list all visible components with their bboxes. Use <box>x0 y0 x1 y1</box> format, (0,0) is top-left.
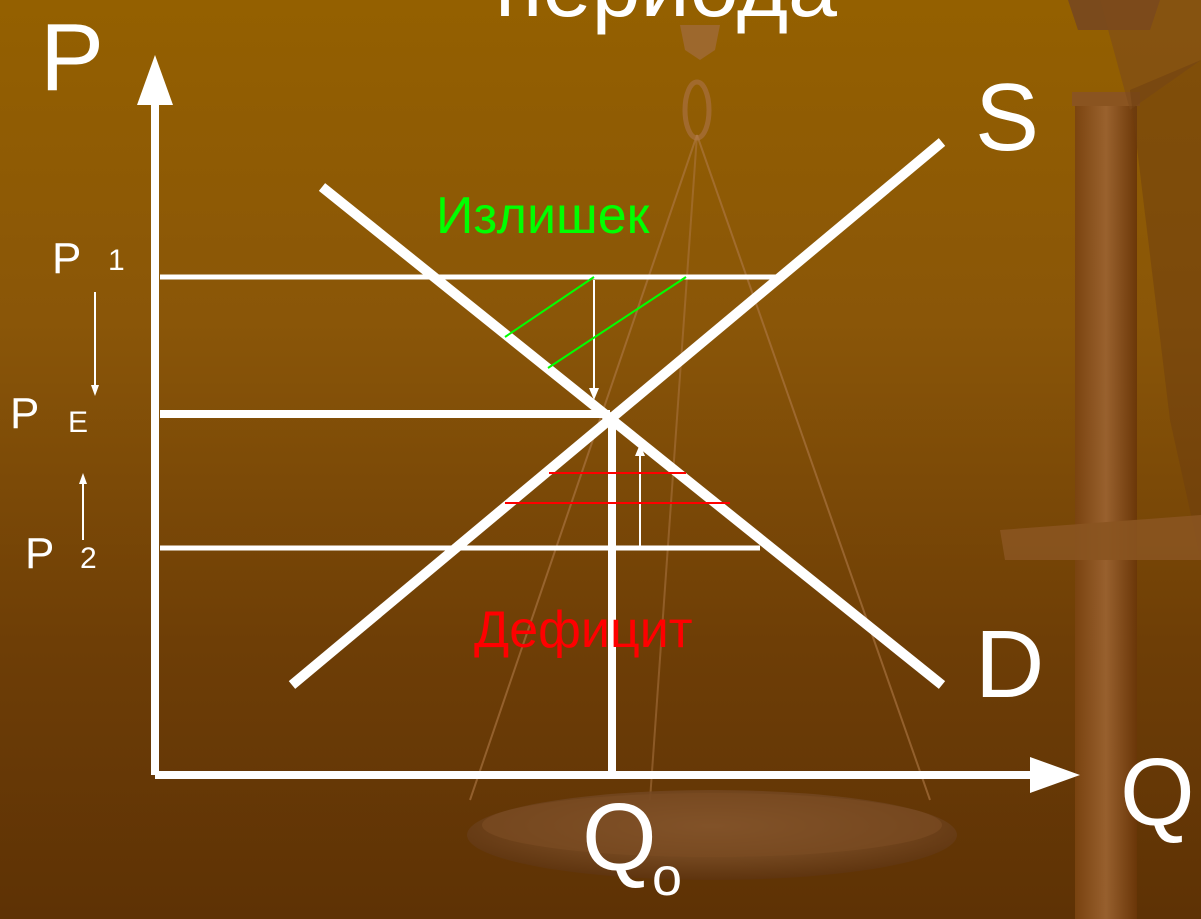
p1-down-arrowhead <box>91 385 99 396</box>
q0-label: Q <box>582 784 657 891</box>
deficit-label: Дефицит <box>474 601 693 659</box>
p2-subscript: 2 <box>80 542 97 575</box>
p1-subscript: 1 <box>108 244 125 277</box>
y-axis-label: P <box>40 4 105 111</box>
demand-label: D <box>975 611 1045 718</box>
deficit-arrowhead <box>635 444 645 456</box>
supply-label: S <box>975 64 1040 171</box>
y-axis-arrowhead <box>137 55 173 105</box>
pe-subscript: E <box>68 406 89 439</box>
demand-curve <box>318 183 946 689</box>
p2-label: P <box>25 529 55 578</box>
surplus-hatch-2 <box>547 276 687 369</box>
slide-title: периода <box>495 0 837 30</box>
surplus-arrowhead <box>589 388 599 400</box>
q0-subscript: o <box>652 847 683 907</box>
pe-label: P <box>10 389 40 438</box>
p1-label: P <box>52 234 82 283</box>
x-axis-label: Q <box>1120 739 1195 846</box>
supply-curve <box>288 138 946 689</box>
surplus-hatch-1 <box>504 276 595 338</box>
surplus-label: Излишек <box>436 187 650 245</box>
p2-up-arrowhead <box>79 473 87 484</box>
x-axis-arrowhead <box>1030 757 1080 793</box>
